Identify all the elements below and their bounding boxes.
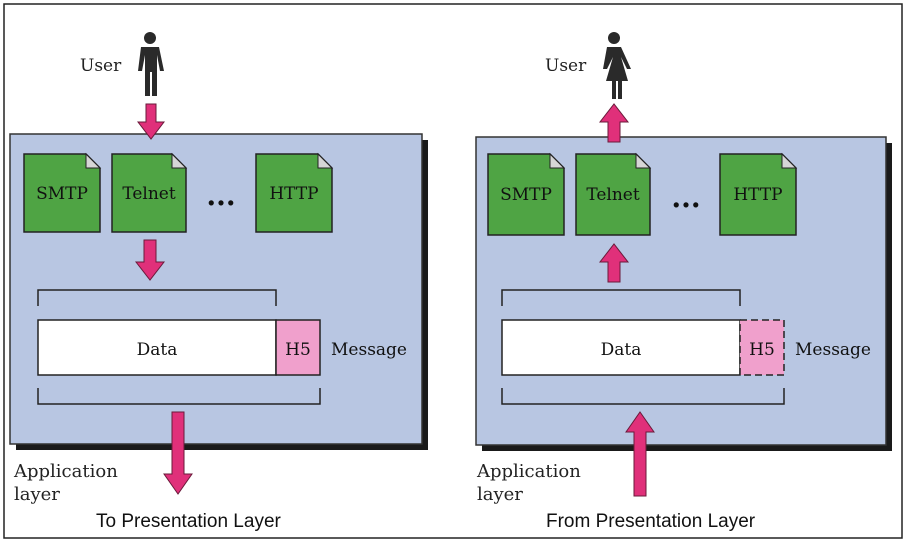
layer-label-line2: layer bbox=[477, 484, 523, 505]
ellipsis: ... bbox=[671, 181, 700, 214]
user-label: User bbox=[545, 56, 587, 76]
caption-to-presentation: To Presentation Layer bbox=[96, 511, 282, 532]
down-arrow-icon bbox=[163, 411, 193, 495]
app-label-smtp: SMTP bbox=[36, 184, 88, 204]
message-label: Message bbox=[331, 340, 407, 360]
header-h5-block bbox=[275, 319, 321, 376]
up-arrow-icon bbox=[598, 103, 630, 143]
message-label: Message bbox=[795, 340, 871, 360]
user-man-icon bbox=[138, 32, 164, 96]
telnet-app-box: Telnet bbox=[111, 152, 188, 233]
data-bracket-top bbox=[501, 289, 741, 306]
app-label-http: HTTP bbox=[269, 184, 318, 204]
receiving-side-panel: User SMTP Telnet ... HTTP Data H5 Messa bbox=[475, 32, 892, 532]
caption-from-presentation: From Presentation Layer bbox=[546, 511, 756, 532]
layer-label-line1: Application bbox=[476, 461, 581, 482]
telnet-app-box: Telnet bbox=[575, 152, 652, 236]
user-woman-icon bbox=[603, 32, 631, 99]
message-bracket-bottom bbox=[501, 388, 785, 405]
app-label-telnet: Telnet bbox=[586, 185, 640, 205]
http-app-box: HTTP bbox=[719, 152, 798, 236]
layer-label-line1: Application bbox=[13, 461, 118, 482]
sending-side-panel: User SMTP Telnet ... HTTP Data H5 Messa bbox=[9, 32, 428, 532]
up-arrow-icon bbox=[598, 243, 630, 283]
layer-label-line2: layer bbox=[14, 484, 60, 505]
data-bracket-top bbox=[37, 289, 277, 306]
app-label-telnet: Telnet bbox=[122, 184, 176, 204]
data-block bbox=[37, 319, 277, 376]
header-h5-label: H5 bbox=[285, 340, 311, 360]
up-arrow-icon bbox=[625, 411, 655, 497]
figure-frame bbox=[3, 3, 903, 539]
message-bracket-bottom bbox=[37, 388, 321, 405]
user-label: User bbox=[80, 56, 122, 76]
http-app-box: HTTP bbox=[255, 152, 334, 233]
header-h5-label: H5 bbox=[749, 340, 775, 360]
app-label-smtp: SMTP bbox=[500, 185, 552, 205]
ellipsis: ... bbox=[206, 179, 235, 212]
data-label: Data bbox=[137, 340, 178, 360]
smtp-app-box: SMTP bbox=[487, 152, 566, 236]
app-label-http: HTTP bbox=[733, 185, 782, 205]
header-h5-block bbox=[739, 319, 785, 376]
data-label: Data bbox=[601, 340, 642, 360]
data-block bbox=[501, 319, 741, 376]
down-arrow-icon bbox=[134, 239, 166, 281]
smtp-app-box: SMTP bbox=[23, 152, 102, 233]
down-arrow-icon bbox=[136, 103, 166, 140]
